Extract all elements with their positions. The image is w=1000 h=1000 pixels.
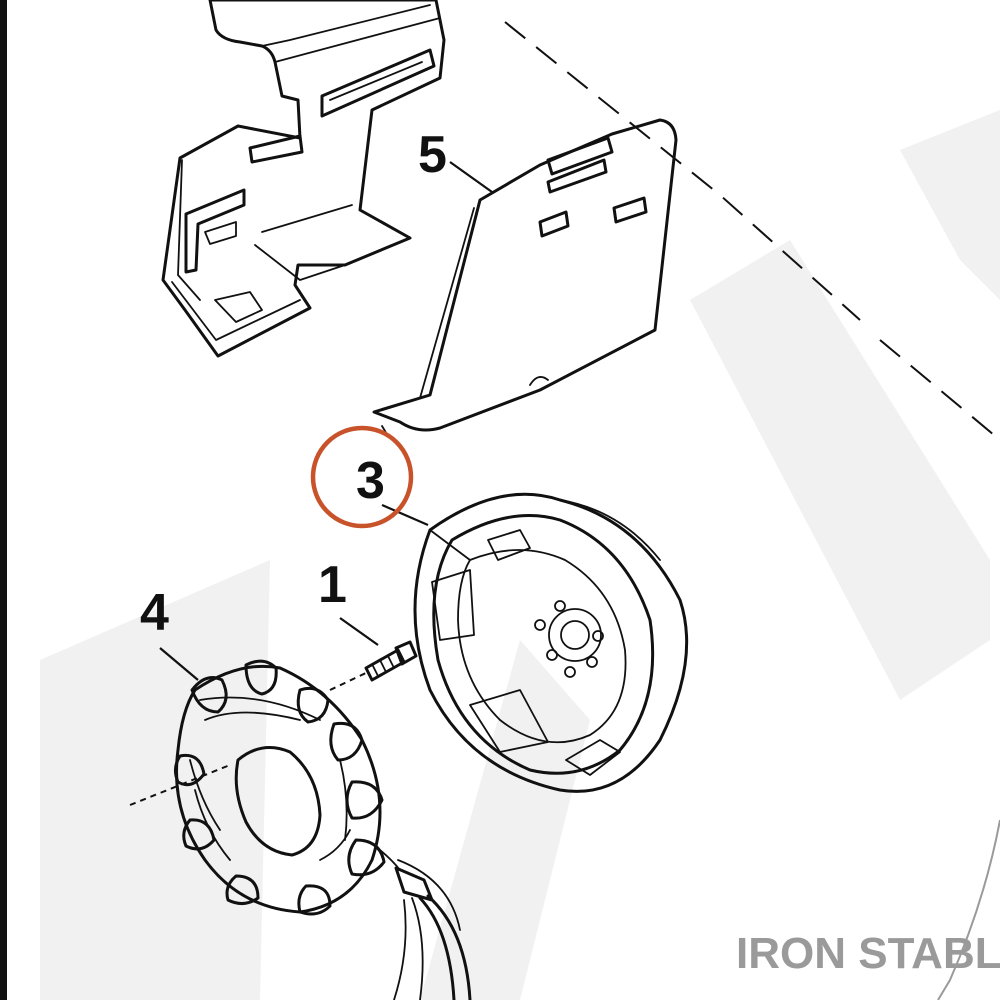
leader-line-5 bbox=[449, 161, 493, 193]
highlight-circle bbox=[310, 425, 414, 529]
watermark-background-shapes bbox=[40, 110, 1000, 1000]
stator bbox=[173, 659, 472, 1000]
upper-housing bbox=[161, 0, 446, 358]
leader-line-1 bbox=[339, 617, 379, 646]
watermark-swoosh bbox=[937, 819, 1000, 1000]
alignment-axis-bracket bbox=[504, 21, 1000, 441]
stator-centerline bbox=[129, 671, 369, 806]
label-item-1: 1 bbox=[318, 556, 347, 614]
label-item-5: 5 bbox=[418, 126, 447, 184]
left-frame-edge bbox=[0, 0, 7, 1000]
label-item-4: 4 bbox=[140, 584, 169, 642]
watermark-text: IRON STABLE bbox=[736, 929, 1000, 978]
leader-line-4 bbox=[159, 647, 199, 681]
label-item-3: 3 bbox=[356, 452, 385, 510]
rotor-assembly bbox=[413, 492, 689, 793]
bolt bbox=[364, 640, 418, 682]
bracket-plate bbox=[372, 118, 678, 437]
leader-line-3 bbox=[381, 503, 429, 527]
